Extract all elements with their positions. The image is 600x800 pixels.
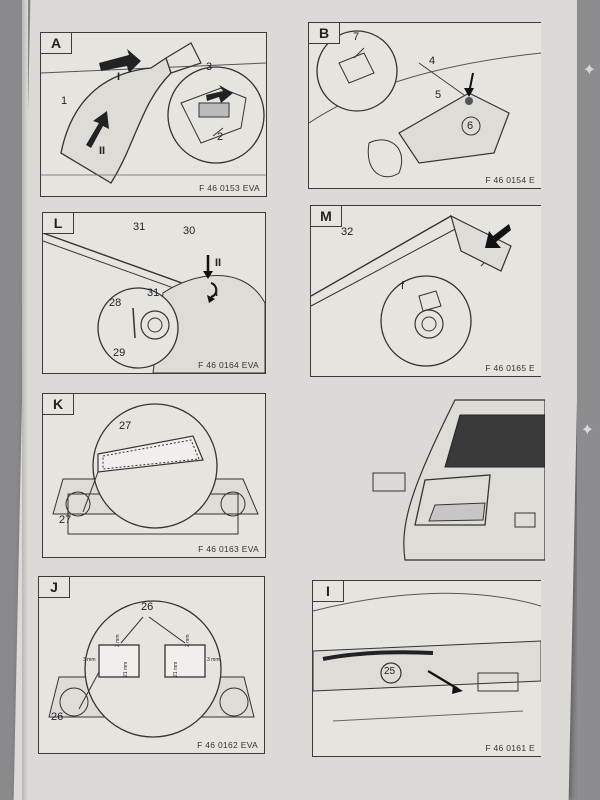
- figure-code-i: F 46 0161 E: [485, 743, 535, 753]
- figure-code-l: F 46 0164 EVA: [198, 360, 259, 370]
- panel-l: L 31 30 28 31 29 II I F 46 0164 EVA: [42, 212, 266, 374]
- panel-m-tag: M: [311, 206, 342, 227]
- figure-code-j: F 46 0162 EVA: [197, 740, 258, 750]
- figure-code-m: F 46 0165 E: [485, 363, 535, 373]
- panel-j: J 26 26 3 mm 2 mm 2 mm 21 mm 21 mm 3 mm …: [38, 576, 265, 754]
- panel-a-tag: A: [41, 33, 72, 54]
- label-26-top: 26: [141, 601, 154, 613]
- dimension-3mm-right: 3 mm: [207, 657, 220, 663]
- label-3: 3: [206, 61, 213, 73]
- figure-code-b: F 46 0154 E: [485, 175, 535, 185]
- panel-i-tag: I: [313, 581, 344, 602]
- panel-m: M 32 f F 46 0165 E: [310, 205, 541, 377]
- label-f: f: [401, 280, 405, 292]
- panel-i: I 25 F 46 0161 E: [312, 580, 541, 757]
- panel-k: K 27 27 F 46 0163 EVA: [42, 393, 266, 558]
- fabric-star-icon: ✦: [580, 422, 594, 439]
- dimension-2mm-right: 2 mm: [185, 634, 191, 648]
- background-fabric: [577, 0, 600, 800]
- panel-m-drawing: [311, 214, 512, 367]
- dimension-2mm-left: 2 mm: [115, 634, 121, 648]
- panel-k-tag: K: [43, 394, 74, 415]
- label-25: 25: [384, 666, 396, 677]
- panel-l-drawing: [43, 232, 265, 373]
- label-1: 1: [61, 95, 68, 107]
- figure-code-k: F 46 0163 EVA: [198, 544, 259, 554]
- figure-code-a: F 46 0153 EVA: [199, 183, 260, 193]
- dimension-21mm-right: 21 mm: [173, 661, 179, 677]
- panel-j-drawing: [48, 600, 255, 738]
- label-4: 4: [429, 55, 436, 67]
- label-31-top: 31: [133, 221, 146, 233]
- dimension-21mm-left: 21 mm: [123, 661, 129, 677]
- label-l-roman-i: I: [215, 287, 219, 299]
- label-7: 7: [353, 31, 360, 43]
- label-28: 28: [109, 297, 122, 309]
- panel-b: B 4 5 6 7 F 46 0154 E: [308, 22, 541, 189]
- label-27-bottom: 27: [59, 514, 72, 526]
- label-5: 5: [435, 89, 442, 101]
- label-30: 30: [183, 225, 196, 237]
- label-l-roman-ii: II: [215, 257, 222, 269]
- label-roman-i: I: [117, 71, 121, 83]
- page-edge: [22, 0, 28, 800]
- panel-b-drawing: [309, 30, 541, 178]
- dimension-3mm-left: 3 mm: [83, 657, 96, 663]
- car-rear-sketch: [372, 399, 545, 561]
- panel-l-tag: L: [43, 213, 74, 234]
- panel-a: A 1 2 3 I II F 46 0153 EVA: [40, 32, 267, 197]
- label-31-inset: 31: [147, 287, 160, 299]
- panel-a-drawing: [41, 42, 266, 184]
- panel-b-tag: B: [309, 23, 340, 44]
- label-29: 29: [113, 347, 126, 359]
- panel-k-drawing: [52, 403, 259, 535]
- panel-i-drawing: [313, 592, 541, 722]
- label-2: 2: [217, 131, 224, 143]
- label-6: 6: [467, 120, 474, 132]
- fabric-star-icon: ✦: [582, 62, 596, 79]
- label-27-top: 27: [119, 420, 132, 432]
- panel-j-tag: J: [39, 577, 70, 598]
- label-32: 32: [341, 226, 354, 238]
- label-roman-ii: II: [99, 145, 106, 157]
- label-26-bottom: 26: [51, 711, 64, 723]
